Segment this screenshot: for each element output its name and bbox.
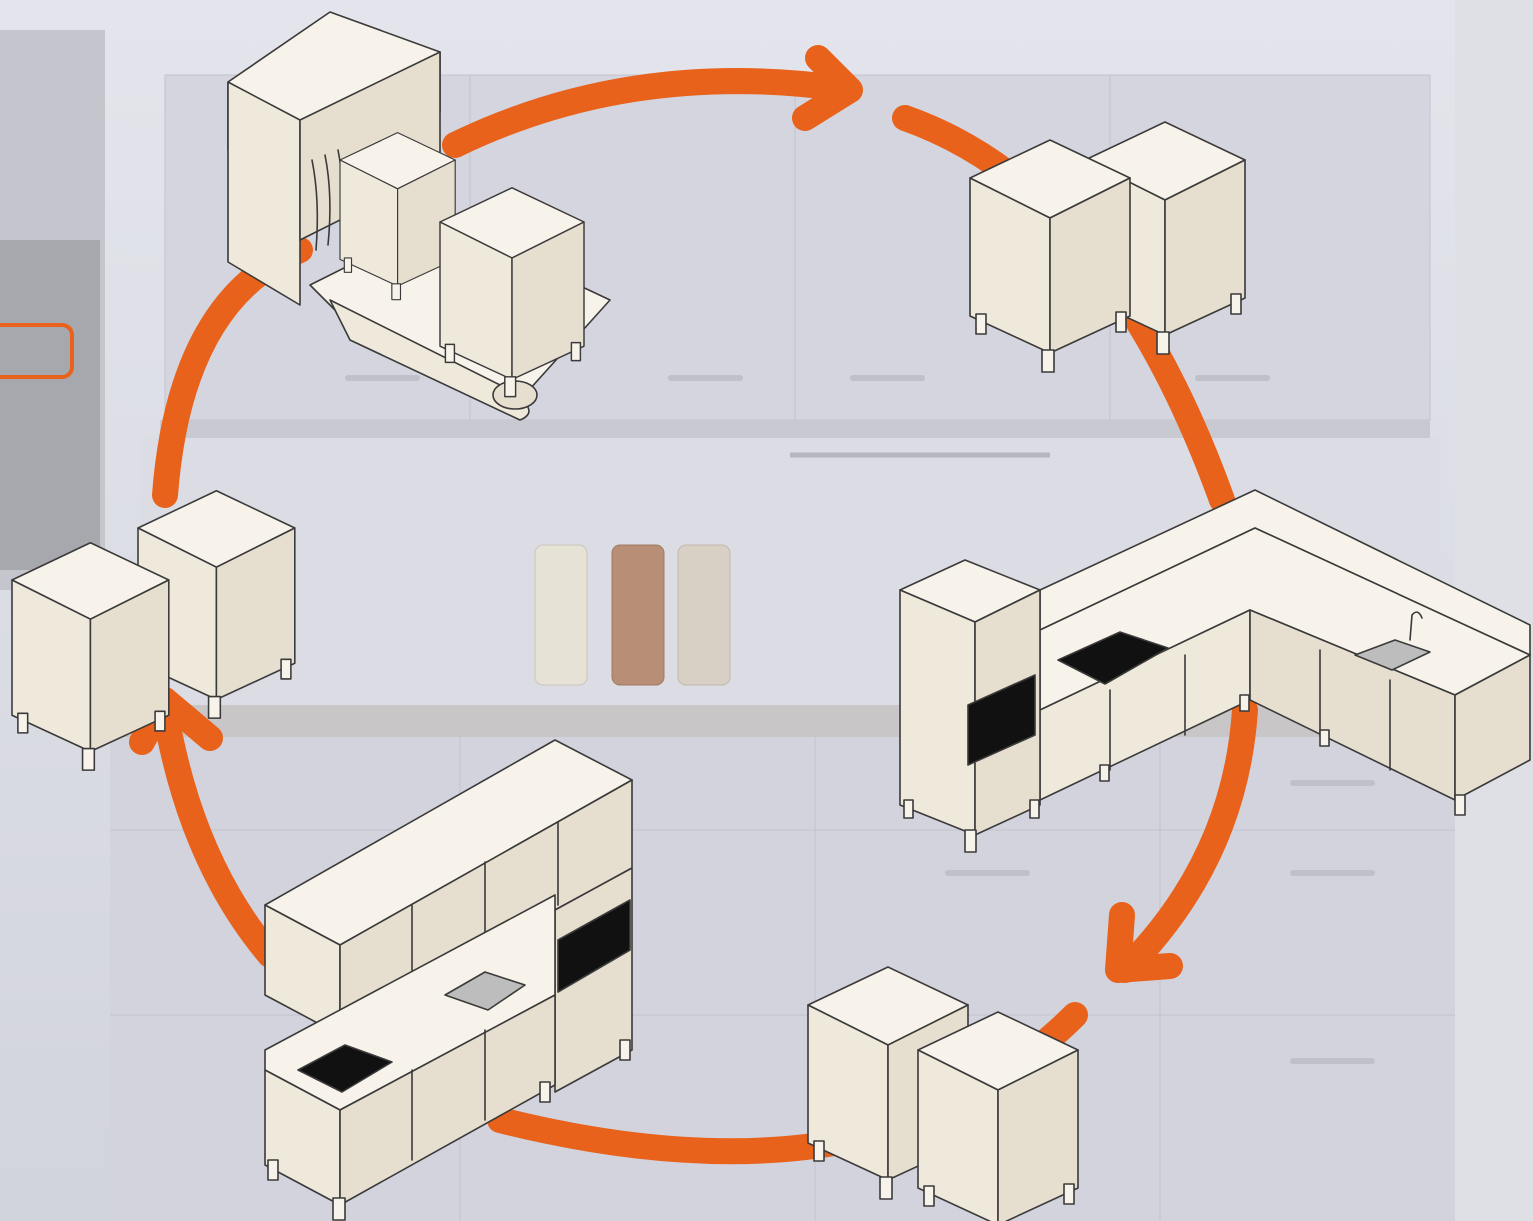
- kitchen-cycle-diagram: [0, 0, 1533, 1221]
